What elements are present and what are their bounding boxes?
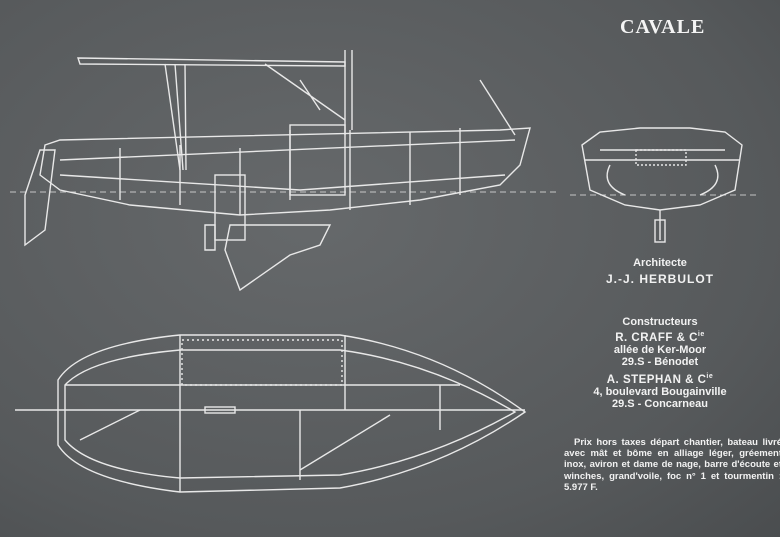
architect-block: Architecte J.-J. HERBULOT xyxy=(580,257,740,286)
builder-name-suffix: ie xyxy=(697,331,705,338)
deck-plan-drawing xyxy=(15,334,527,493)
builder-entry: A. STEPHAN & Cie 4, boulevard Bougainvil… xyxy=(560,371,760,410)
builder-name-suffix: ie xyxy=(706,372,714,380)
builder-entry: R. CRAFF & Cie allée de Ker-Moor 29.S - … xyxy=(560,329,760,368)
builder-name-text: A. STEPHAN & C xyxy=(606,373,707,386)
builders-label: Constructeurs xyxy=(622,316,698,328)
side-profile-drawing xyxy=(10,50,560,292)
builder-city: 29.S - Concarneau xyxy=(612,397,708,410)
section-drawing xyxy=(570,127,760,243)
architect-label: Architecte xyxy=(633,257,687,269)
builder-city: 29.S - Bénodet xyxy=(621,355,699,368)
builder-address: 4, boulevard Bougainville xyxy=(593,385,727,398)
price-note: Prix hors taxes départ chantier, bateau … xyxy=(564,437,780,493)
architect-name: J.-J. HERBULOT xyxy=(605,272,714,286)
boat-title: CAVALE xyxy=(620,16,706,38)
builders-block: Constructeurs R. CRAFF & Cie allée de Ke… xyxy=(560,316,760,410)
builder-name-text: R. CRAFF & C xyxy=(615,331,698,344)
builder-name: A. STEPHAN & Cie xyxy=(560,371,760,386)
builder-address: allée de Ker-Moor xyxy=(613,343,707,356)
builder-name: R. CRAFF & Cie xyxy=(560,329,760,344)
